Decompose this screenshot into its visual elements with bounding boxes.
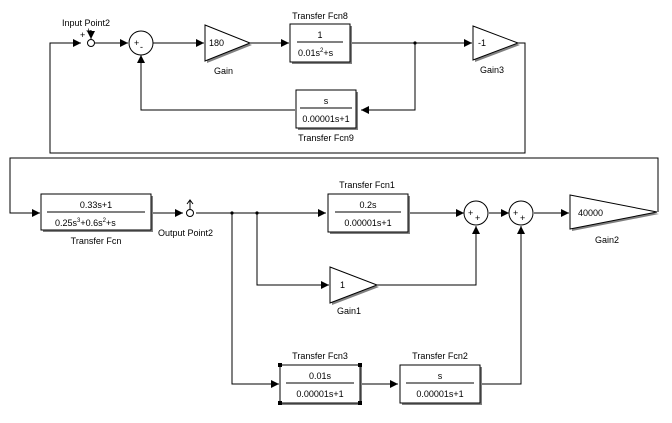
wire-gain3-feedback	[49, 39, 526, 154]
input-point2[interactable]: Input Point2 + +	[62, 18, 110, 47]
transfer-fcn3-block[interactable]: 0.01s 0.00001s+1 Transfer Fcn3	[278, 351, 362, 405]
tf-denominator: 0.25s3+0.6s2+s	[55, 218, 116, 228]
tf2-denominator: 0.00001s+1	[416, 389, 463, 399]
wire-tf8-tf9-branch	[361, 43, 416, 114]
tf8-denominator: 0.01s2+s	[298, 48, 334, 58]
input-point2-label: Input Point2	[62, 18, 110, 28]
tf2-label: Transfer Fcn2	[412, 351, 468, 361]
tf2-numerator: s	[438, 371, 443, 381]
tf9-denominator: 0.00001s+1	[302, 114, 349, 124]
selection-handles	[278, 363, 362, 405]
sum1-circle[interactable]	[463, 200, 489, 226]
branch-point	[413, 41, 417, 45]
transfer-fcn-block[interactable]: 0.33s+1 0.25s3+0.6s2+s Transfer Fcn	[40, 193, 153, 246]
output-point2-arrowhead	[186, 199, 194, 205]
sum1[interactable]: + +	[463, 200, 489, 226]
transfer-fcn8-block[interactable]: 1 0.01s2+s Transfer Fcn8	[289, 11, 352, 64]
tf8-label: Transfer Fcn8	[292, 11, 348, 21]
gain3-block[interactable]: -1 Gain3	[472, 25, 520, 75]
input-point2-circle[interactable]	[87, 39, 95, 47]
gain2-value: 40000	[578, 208, 603, 218]
sum-top-sign-left: +	[134, 38, 139, 48]
tf3-numerator: 0.01s	[309, 371, 332, 381]
sum-top-sign-bottom: -	[140, 42, 143, 52]
wire-branch-gain1	[256, 213, 329, 289]
transfer-fcn2-block[interactable]: s 0.00001s+1 Transfer Fcn2	[399, 351, 482, 405]
gain2-label: Gain2	[595, 235, 619, 245]
gain-block[interactable]: 180 Gain	[204, 24, 252, 76]
sum2[interactable]: + +	[508, 200, 534, 226]
tf-numerator: 0.33s+1	[80, 200, 112, 210]
input-point2-sign-top: +	[86, 26, 91, 36]
sum2-circle[interactable]	[508, 200, 534, 226]
signal-lines	[9, 39, 659, 388]
tf1-label: Transfer Fcn1	[339, 180, 395, 190]
output-point2-circle[interactable]	[186, 209, 194, 217]
sum1-sign-bottom: +	[475, 213, 480, 223]
input-point2-sign-left: +	[80, 30, 85, 40]
gain-value: 180	[209, 38, 224, 48]
tf1-numerator: 0.2s	[359, 200, 377, 210]
gain3-label: Gain3	[480, 65, 504, 75]
gain3-value: -1	[478, 38, 486, 48]
tf-label: Transfer Fcn	[71, 236, 122, 246]
output-point2-label: Output Point2	[158, 228, 213, 238]
wire-tf2-sum2	[482, 226, 525, 385]
tf8-numerator: 1	[317, 30, 322, 40]
wire-gain2-tf	[9, 157, 659, 217]
gain-label: Gain	[214, 66, 233, 76]
output-point2[interactable]: Output Point2	[158, 199, 213, 238]
transfer-fcn9-block[interactable]: s 0.00001s+1 Transfer Fcn9	[295, 89, 358, 143]
gain1-value: 1	[340, 280, 345, 290]
wire-gain1-sum1	[377, 226, 480, 286]
transfer-fcn1-block[interactable]: 0.2s 0.00001s+1 Transfer Fcn1	[327, 180, 410, 234]
wire-branch-tf3	[231, 213, 279, 388]
tf9-label: Transfer Fcn9	[298, 133, 354, 143]
tf3-denominator: 0.00001s+1	[296, 389, 343, 399]
gain1-label: Gain1	[337, 306, 361, 316]
sum-top-circle[interactable]	[128, 30, 154, 56]
sum2-sign-bottom: +	[520, 213, 525, 223]
sum1-sign-left: +	[468, 208, 473, 218]
sum2-sign-left: +	[513, 208, 518, 218]
tf1-denominator: 0.00001s+1	[344, 218, 391, 228]
wire-tf9-sum	[137, 55, 295, 111]
gain1-block[interactable]: 1 Gain1	[329, 266, 379, 316]
tf9-numerator: s	[324, 96, 329, 106]
tf3-label: Transfer Fcn3	[292, 351, 348, 361]
sum-top[interactable]: + -	[128, 30, 154, 56]
gain2-block[interactable]: 40000 Gain2	[569, 194, 659, 245]
